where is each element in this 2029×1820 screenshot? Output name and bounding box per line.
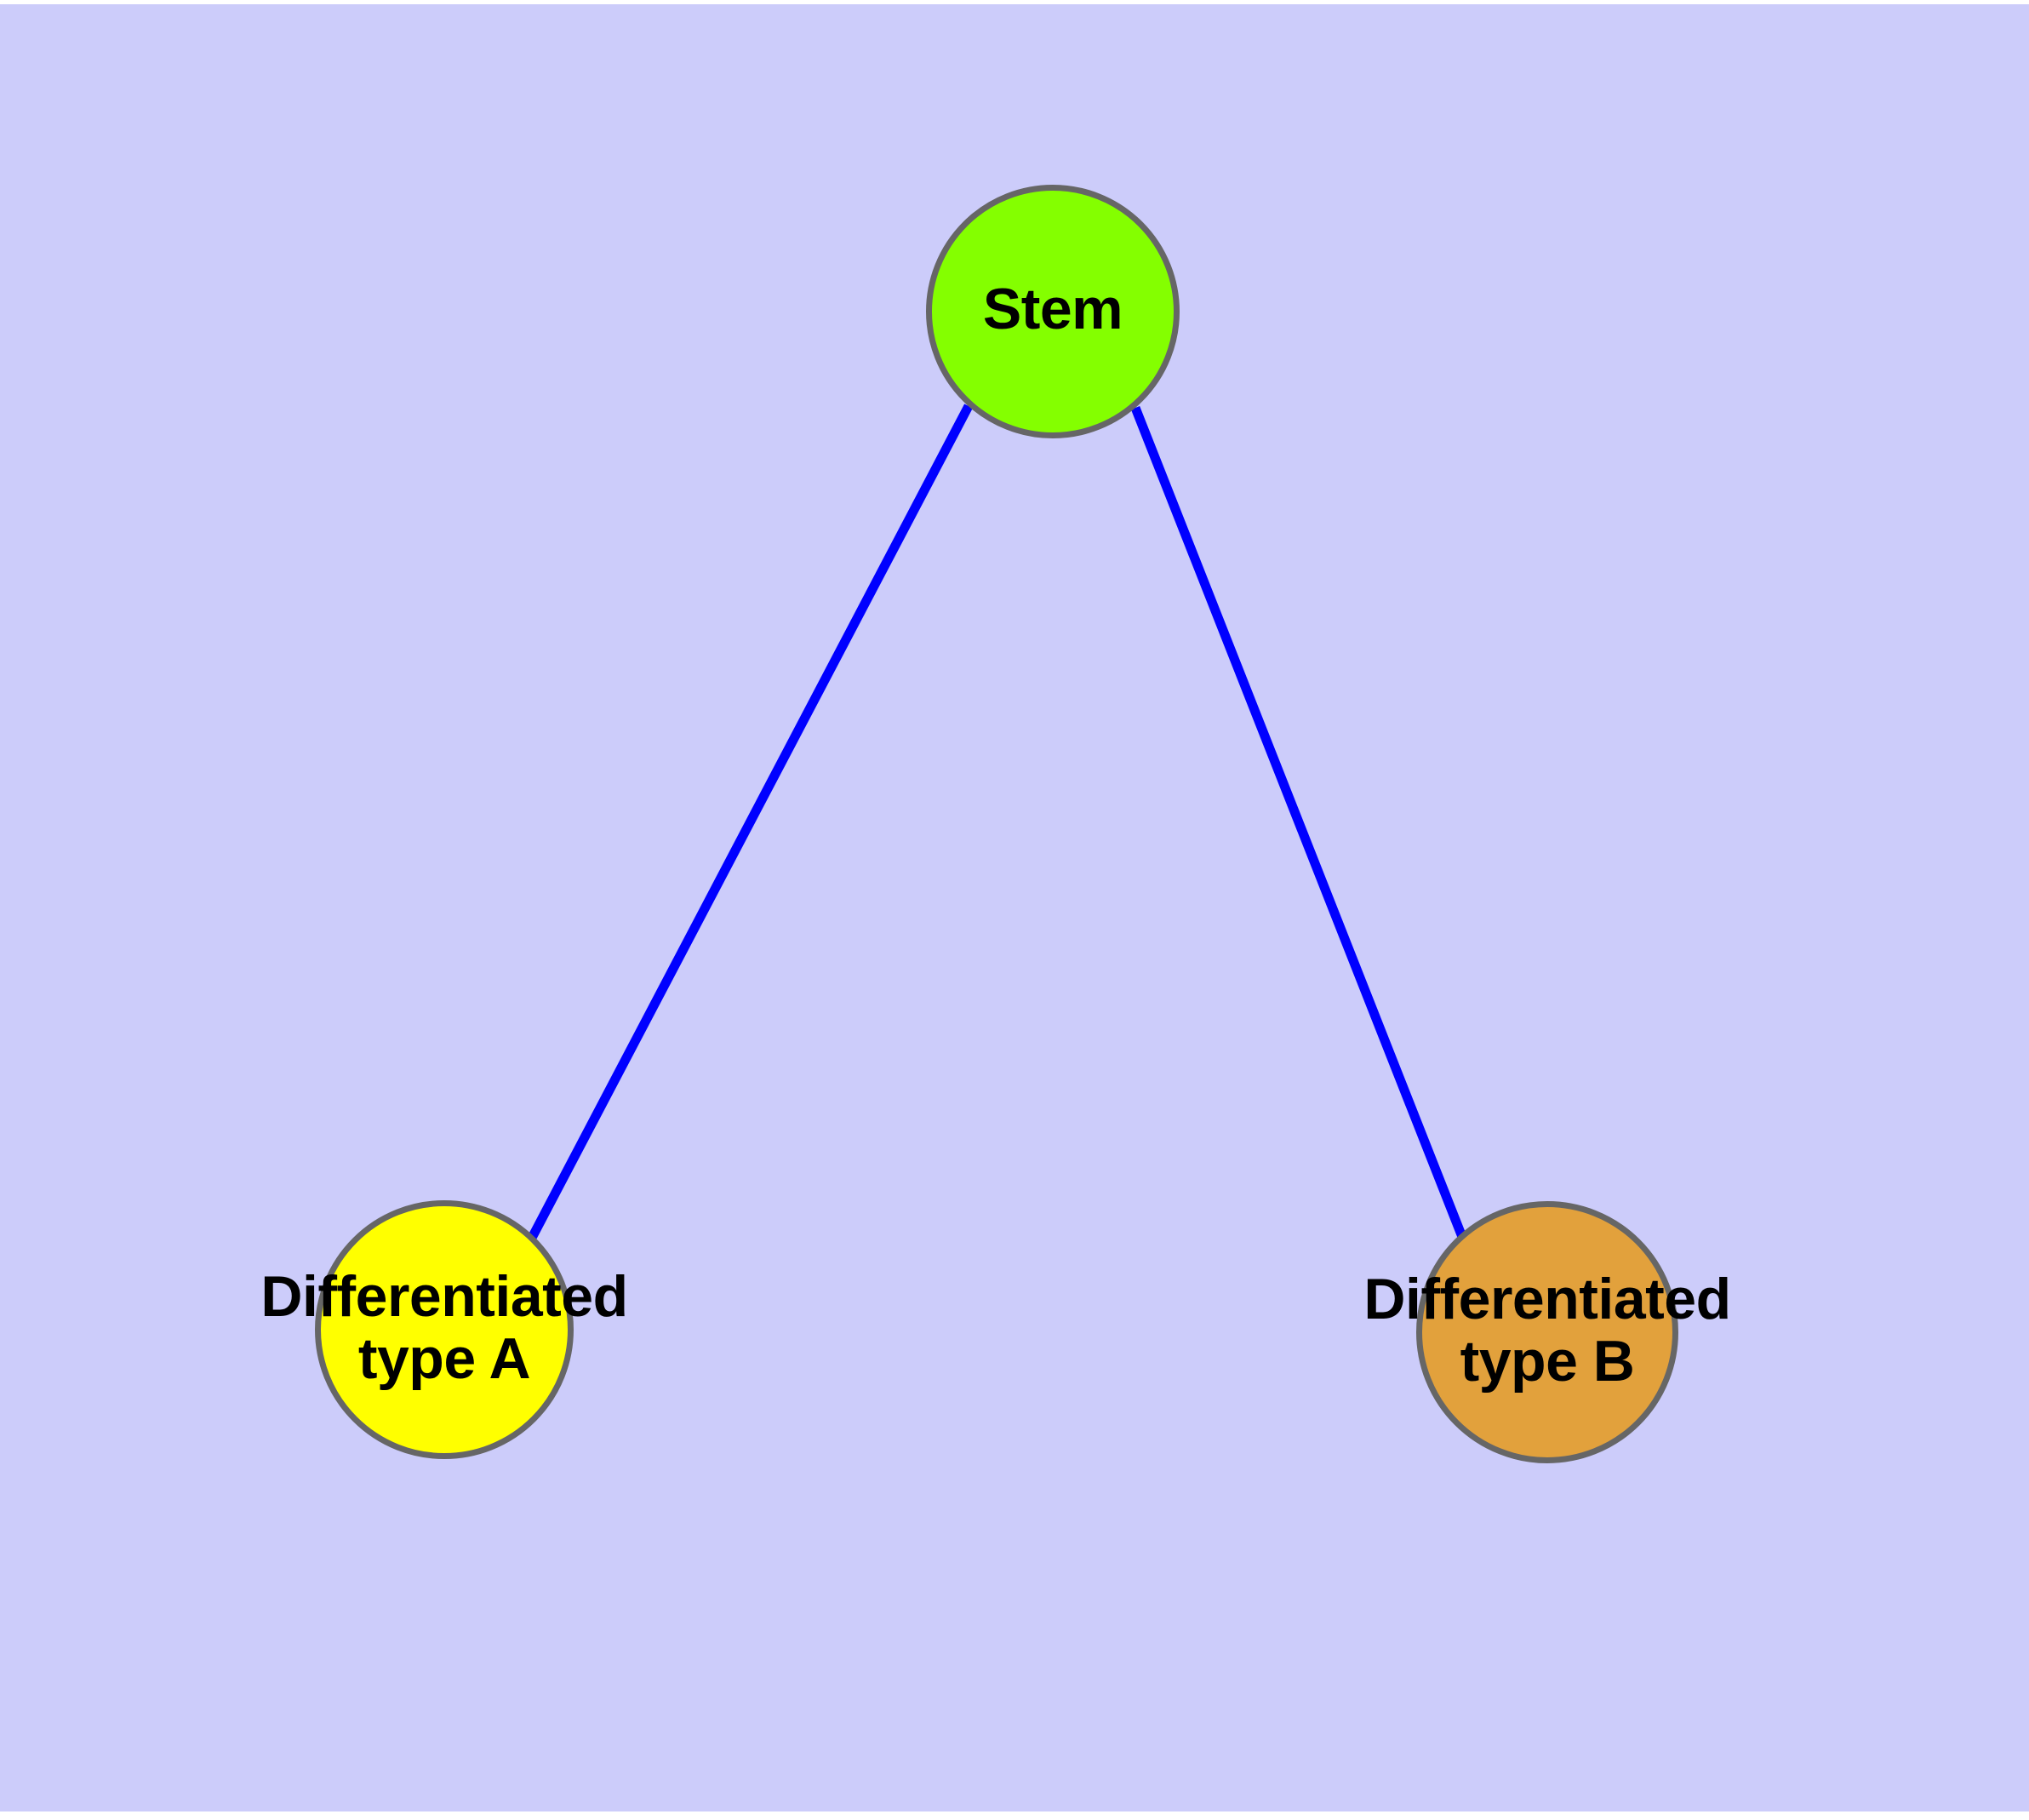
edge-stem-to-differentiated-b [1130, 405, 1467, 1239]
node-label-line: Stem [982, 277, 1123, 342]
node-label-line: type B [1460, 1328, 1635, 1394]
node-stem[interactable] [926, 185, 1180, 438]
node-differentiated-type-a[interactable] [315, 1200, 574, 1459]
node-label-stem: Stem [627, 278, 1478, 341]
edge-layer [528, 403, 1467, 1240]
node-label-line: Differentiated [1363, 1266, 1731, 1331]
node-label-line: Differentiated [260, 1263, 628, 1329]
edge-stem-to-differentiated-a [528, 403, 973, 1240]
node-label-line: type A [357, 1325, 531, 1391]
node-differentiated-type-b[interactable] [1416, 1201, 1678, 1463]
